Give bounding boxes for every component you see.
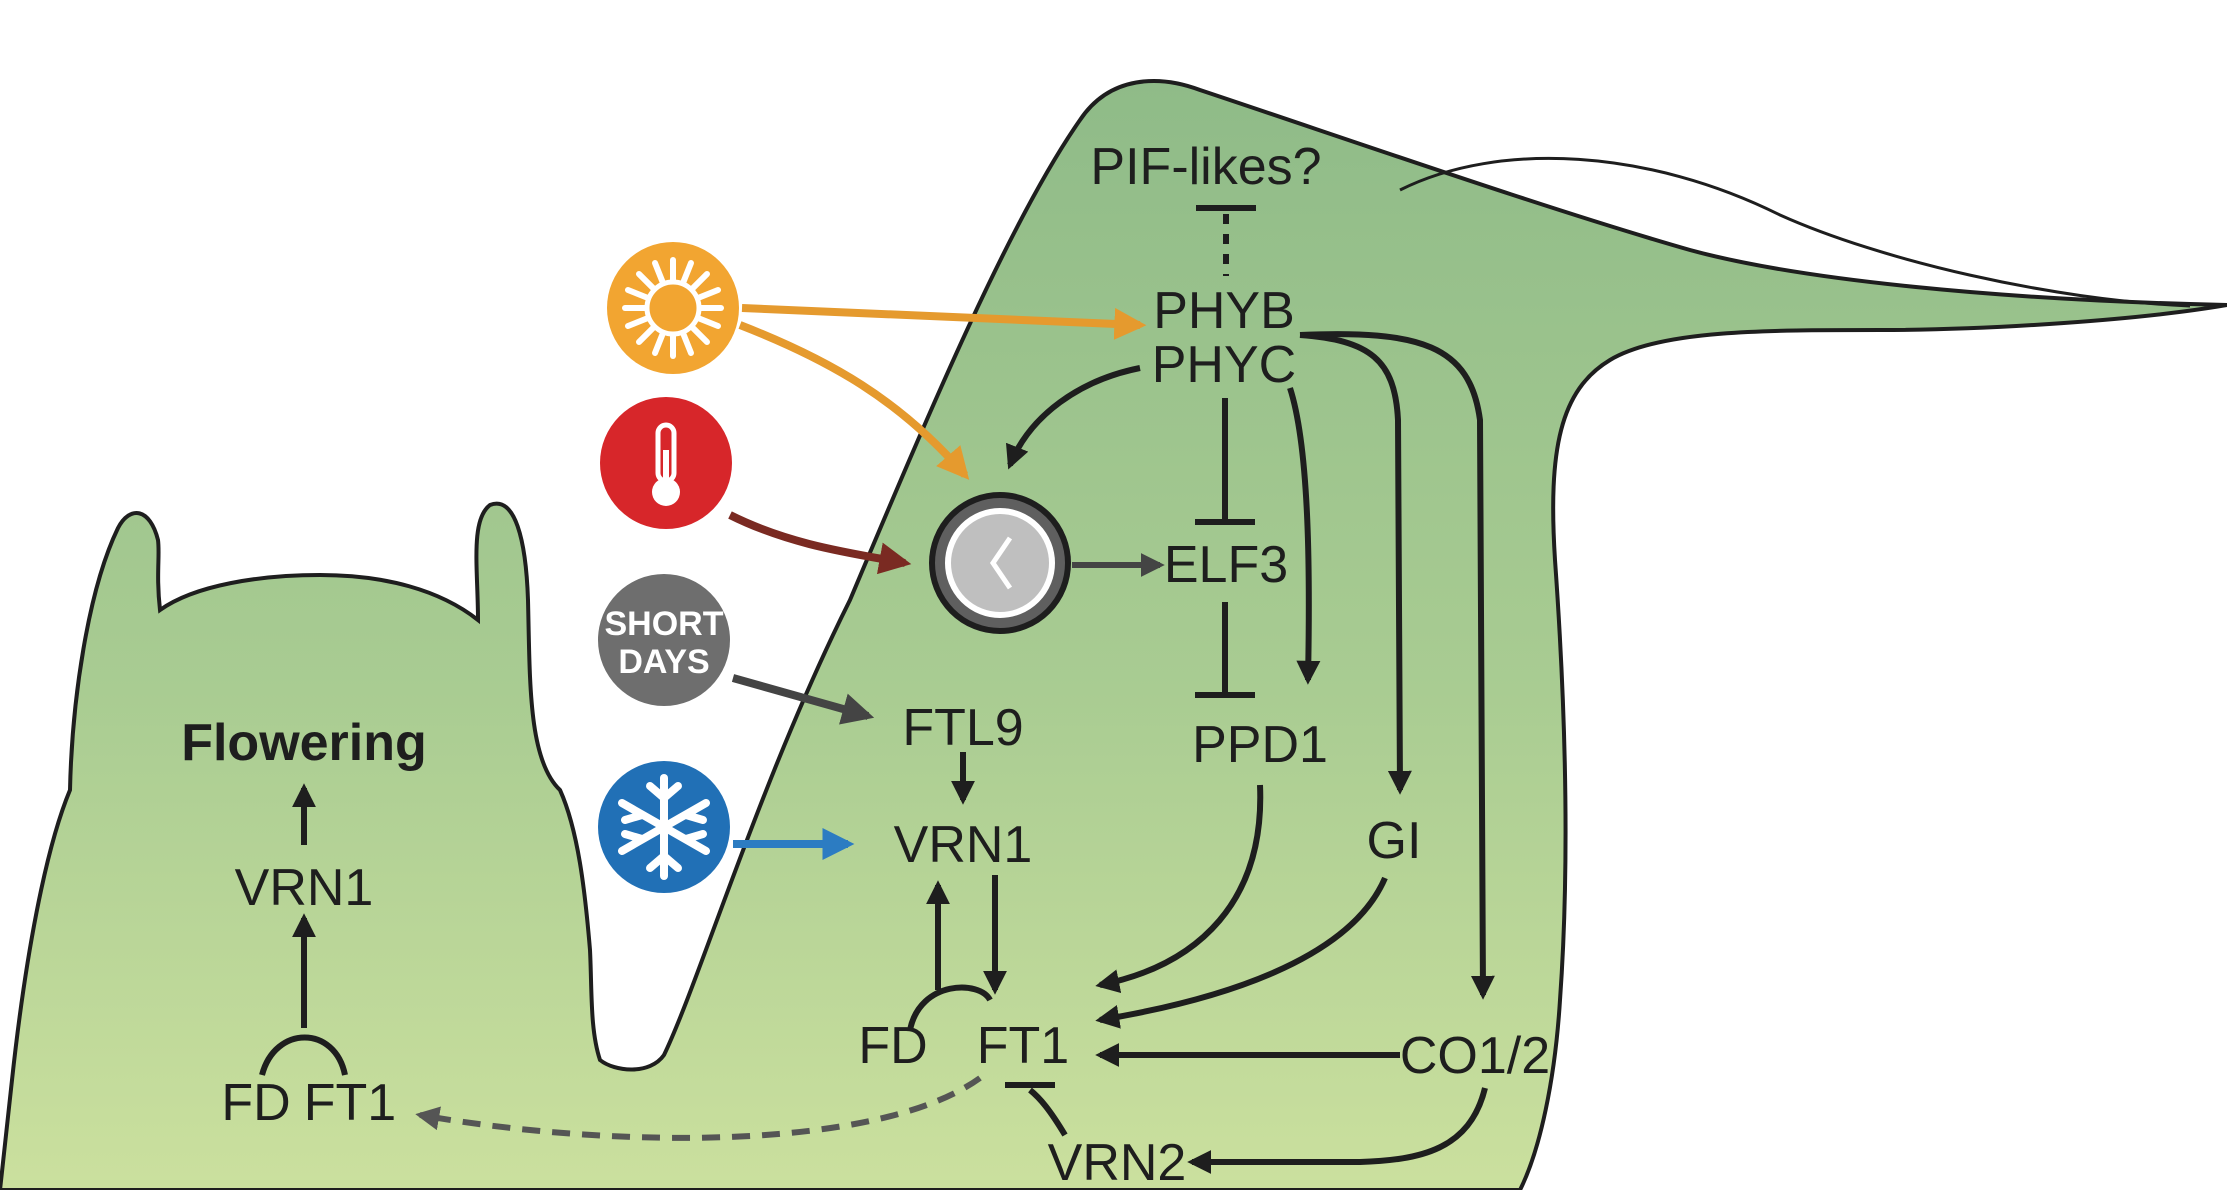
snowflake-icon — [598, 761, 730, 893]
ft1-apex-label: FT1 — [304, 1074, 396, 1132]
shoot-apex-shape — [0, 79, 2227, 1190]
co-to-vrn2-arrow — [1187, 1087, 1488, 1174]
co12-label: CO1/2 — [1400, 1027, 1550, 1085]
ftl9-label: FTL9 — [902, 699, 1023, 757]
phyb-to-co-arrow — [1299, 331, 1495, 1000]
phyb-label: PHYB — [1153, 282, 1295, 340]
fd-ft1-apex-complex-arc — [259, 1034, 348, 1076]
gi-label: GI — [1367, 812, 1422, 870]
gi-to-ft1-arrow — [1095, 876, 1388, 1029]
temperature-to-clock-arrow — [728, 511, 912, 575]
clock-icon — [929, 492, 1071, 634]
vrn1-leaf-label: VRN1 — [894, 816, 1033, 874]
vrn2-label: VRN2 — [1048, 1134, 1187, 1190]
fd-ft1-complex-arc — [907, 984, 993, 1031]
leaf-vein — [1399, 156, 2191, 308]
short-days-icon: SHORT DAYS — [598, 574, 730, 706]
fd-leaf-label: FD — [858, 1017, 927, 1075]
shortdays-to-ftl9-arrow — [731, 674, 875, 725]
short-days-line2: DAYS — [618, 643, 709, 681]
phyc-to-ppd1-arrow — [1287, 387, 1321, 685]
phyb-to-gi-arrow — [1299, 332, 1412, 795]
ppd1-to-ft1-arrow — [1095, 784, 1264, 993]
ft1-transport-dashed-arrow — [415, 1075, 982, 1141]
light-to-clock-arrow — [738, 321, 970, 480]
phyc-label: PHYC — [1152, 336, 1296, 394]
vrn1-apex-label: VRN1 — [235, 859, 374, 917]
sun-icon — [607, 242, 739, 374]
ppd1-label: PPD1 — [1192, 716, 1328, 774]
ft1-leaf-label: FT1 — [977, 1017, 1069, 1075]
fd-apex-label: FD — [221, 1074, 290, 1132]
thermometer-icon — [600, 397, 732, 529]
flowering-label: Flowering — [181, 714, 427, 772]
pif-likes-label: PIF-likes? — [1090, 138, 1321, 196]
vrn2-ft1-inhibition — [1028, 1087, 1068, 1137]
phyc-to-clock-arrow — [1006, 365, 1141, 470]
elf3-label: ELF3 — [1164, 536, 1288, 594]
short-days-line1: SHORT — [605, 605, 724, 643]
light-to-phyb-arrow — [741, 304, 1147, 340]
